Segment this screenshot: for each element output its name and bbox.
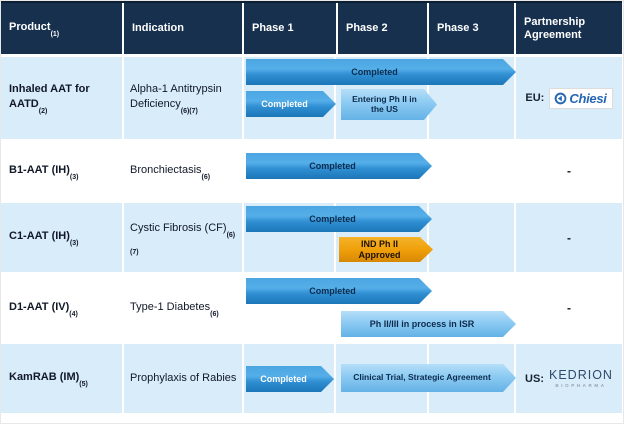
product-name: KamRAB (IM)(5) (9, 371, 88, 389)
partnership-cell: - (516, 142, 622, 200)
col-header-phase1: Phase 1 (244, 3, 338, 54)
header-row: Product(1) Indication Phase 1 Phase 2 Ph… (1, 1, 622, 54)
column-divider (514, 203, 516, 272)
footnote-marker: (6) (210, 310, 219, 318)
table-row-d1-aat: D1-AAT (IV)(4) Type-1 Diabetes(6) Comple… (1, 275, 622, 341)
indication-name: Type-1 Diabetes(6) (130, 300, 219, 318)
footnote-marker: (6)(7) (180, 108, 198, 116)
col-header-phase3: Phase 3 (429, 3, 516, 54)
chiesi-logo-icon (555, 92, 567, 104)
indication-name: Alpha-1 Antitrypsin Deficiency(6)(7) (130, 83, 222, 116)
footnote-marker: (1) (50, 31, 60, 39)
footnote-marker: (2) (38, 108, 48, 116)
no-partnership-dash: - (567, 230, 571, 245)
phase-arrow-entering-ph2: Entering Ph II in the US (341, 89, 437, 120)
footnote-marker: (6) (201, 173, 211, 181)
phase-arrow-completed: Completed (246, 278, 432, 304)
indication-name: Bronchiectasis(6) (130, 163, 211, 181)
phase-arrow-ind-approved: IND Ph II Approved (339, 237, 433, 262)
phase-arrow-completed: Completed (246, 366, 334, 392)
column-divider (122, 57, 124, 139)
region-label: EU: (525, 92, 545, 104)
phase-arrow-clinical-trial: Clinical Trial, Strategic Agreement (341, 364, 516, 392)
col-header-phase2: Phase 2 (338, 3, 429, 54)
column-divider (122, 203, 124, 272)
phase-arrow-completed: Completed (246, 206, 432, 232)
footnote-marker: (4) (69, 310, 78, 318)
footnote-marker: (5) (79, 381, 88, 389)
footnote-marker: (3) (69, 240, 79, 248)
partnership-cell: - (516, 275, 622, 341)
region-label: US: (525, 372, 544, 385)
phase-arrow-completed: Completed (246, 153, 432, 179)
indication-name: Cystic Fibrosis (CF)(6)(7) (130, 221, 236, 256)
chiesi-logo: Chiesi (549, 87, 613, 109)
table-row-b1-aat: B1-AAT (IH)(3) Bronchiectasis(6) Complet… (1, 142, 622, 200)
phase-arrow-ph23-isr: Ph II/III in process in ISR (341, 311, 516, 337)
chiesi-logo-text: Chiesi (569, 90, 607, 106)
phase-arrow-completed: Completed (246, 59, 516, 85)
table-row-c1-aat: C1-AAT (IH)(3) Cystic Fibrosis (CF)(6)(7… (1, 203, 622, 272)
table-row-kamrab: KamRAB (IM)(5) Prophylaxis of Rabies Com… (1, 344, 622, 413)
column-divider (334, 57, 336, 139)
product-name: D1-AAT (IV)(4) (9, 300, 78, 318)
footnote-marker: (6)(7) (130, 232, 236, 256)
no-partnership-dash: - (567, 301, 571, 315)
product-name: B1-AAT (IH)(3) (9, 163, 79, 181)
column-divider (427, 203, 429, 272)
product-name: Inhaled AAT for AATD(2) (9, 83, 90, 116)
col-header-product: Product(1) (1, 3, 124, 54)
column-divider (514, 57, 516, 139)
column-divider (334, 344, 336, 413)
table-row-inhaled-aat: Inhaled AAT for AATD(2) Alpha-1 Antitryp… (1, 57, 622, 139)
indication-name: Prophylaxis of Rabies (130, 372, 237, 385)
column-divider (122, 344, 124, 413)
kedrion-logo: KEDRION BIOPHARMA (549, 369, 613, 388)
partnership-cell: - (516, 203, 622, 272)
partnership-cell: US: KEDRION BIOPHARMA (516, 344, 622, 413)
column-divider (242, 203, 244, 272)
partnership-cell: EU: Chiesi (516, 57, 622, 139)
product-name: C1-AAT (IH)(3) (9, 230, 79, 248)
column-divider (334, 203, 336, 272)
column-divider (242, 344, 244, 413)
kedrion-logo-subtext: BIOPHARMA (555, 382, 607, 388)
col-header-partnership: Partnership Agreement (524, 15, 586, 41)
footnote-marker: (3) (69, 173, 79, 181)
phase-arrow-completed: Completed (246, 91, 336, 117)
kedrion-logo-text: KEDRION (549, 368, 613, 382)
col-header-indication: Indication (124, 3, 244, 54)
no-partnership-dash: - (567, 164, 571, 178)
column-divider (242, 57, 244, 139)
